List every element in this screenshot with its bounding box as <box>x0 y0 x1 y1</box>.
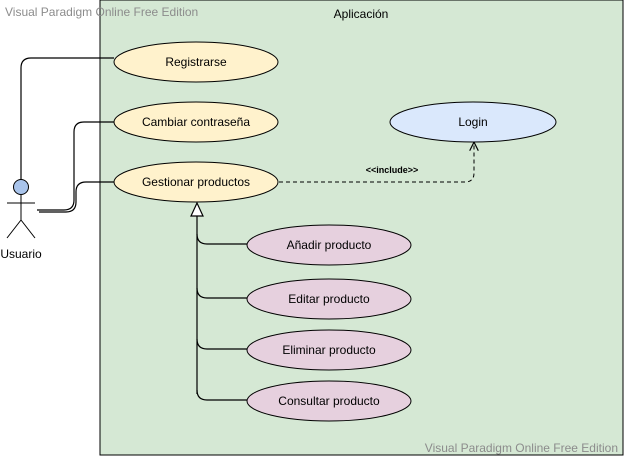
association-cambiar <box>37 121 114 211</box>
use-case-cambiar-contrasena[interactable]: Cambiar contraseña <box>113 101 279 143</box>
use-case-editar-producto[interactable]: Editar producto <box>246 278 412 320</box>
use-case-eliminar-producto-label: Eliminar producto <box>282 343 376 357</box>
watermark-top: Visual Paradigm Online Free Edition <box>5 5 198 19</box>
use-case-registrarse[interactable]: Registrarse <box>113 41 279 83</box>
use-case-gestionar-productos-label: Gestionar productos <box>142 175 250 189</box>
use-case-anadir-producto[interactable]: Añadir producto <box>246 224 412 266</box>
use-case-gestionar-productos[interactable]: Gestionar productos <box>113 161 279 203</box>
actor-usuario[interactable] <box>6 179 36 239</box>
association-registrarse <box>20 57 114 180</box>
generalization-eliminar <box>196 338 248 350</box>
use-case-consultar-producto-label: Consultar producto <box>278 394 380 408</box>
use-case-cambiar-contrasena-label: Cambiar contraseña <box>142 115 250 129</box>
use-case-login[interactable]: Login <box>389 101 557 143</box>
actor-label: Usuario <box>0 247 42 261</box>
association-gestionar <box>39 181 114 213</box>
system-title: Aplicación <box>334 7 389 21</box>
generalization-consultar <box>196 389 248 401</box>
watermark-bottom: Visual Paradigm Online Free Edition <box>425 441 618 455</box>
include-label: <<include>> <box>366 165 419 175</box>
use-case-editar-producto-label: Editar producto <box>288 292 370 306</box>
use-case-login-label: Login <box>458 115 487 129</box>
actor-head <box>13 179 29 195</box>
use-case-registrarse-label: Registrarse <box>165 55 227 69</box>
use-case-consultar-producto[interactable]: Consultar producto <box>246 380 412 422</box>
use-case-anadir-producto-label: Añadir producto <box>287 238 372 252</box>
generalization-anadir <box>196 233 248 245</box>
use-case-eliminar-producto[interactable]: Eliminar producto <box>246 329 412 371</box>
generalization-editar <box>196 287 248 299</box>
